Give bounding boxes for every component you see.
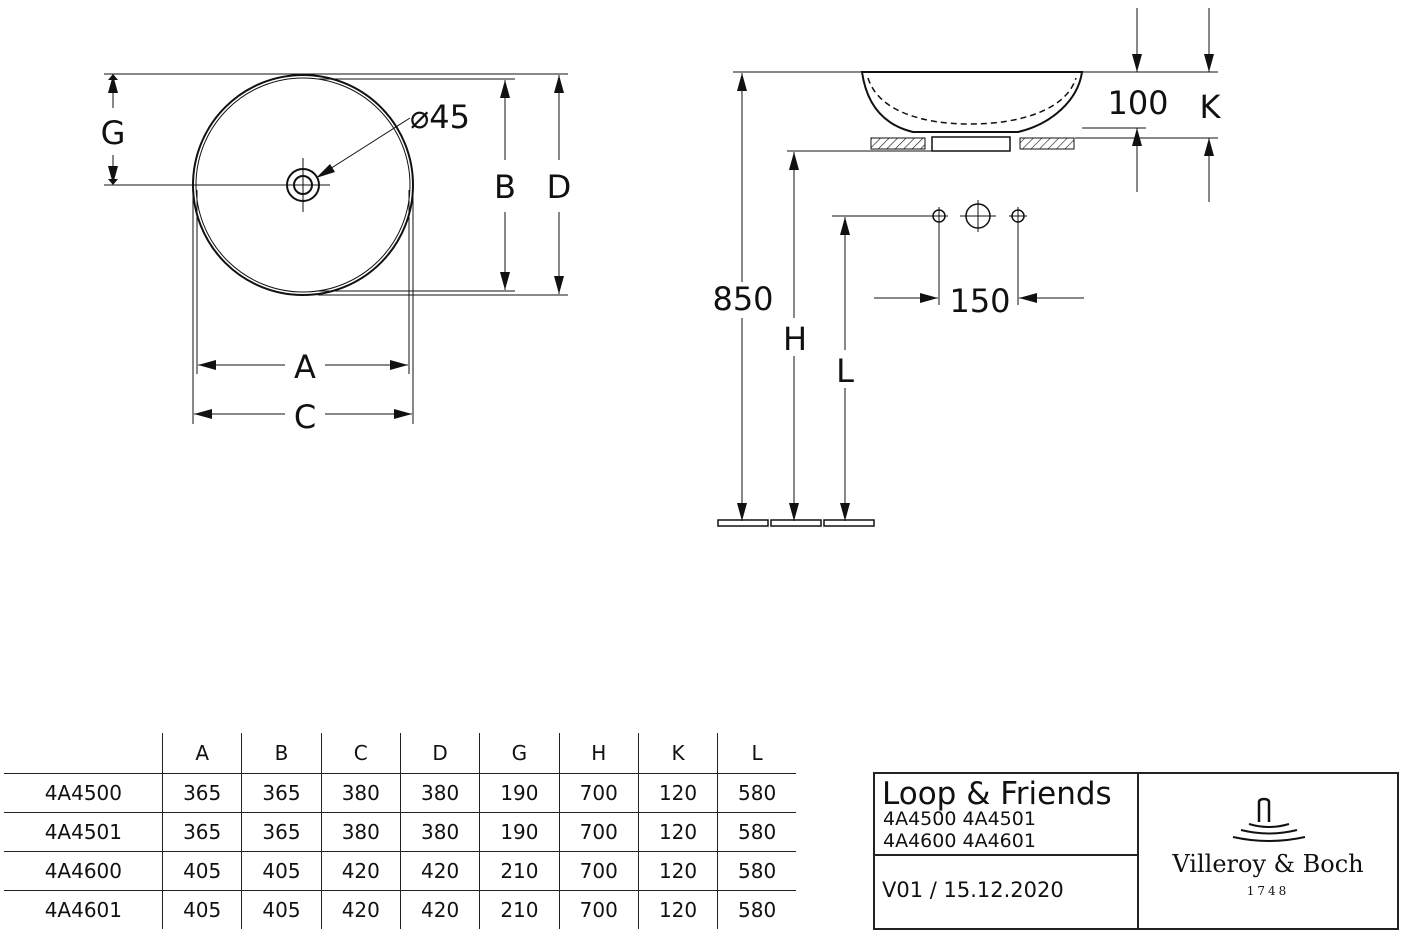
table-cell: 120: [637, 773, 718, 813]
table-header-g: G: [479, 733, 560, 774]
top-view: G B D A C ⌀45: [101, 73, 572, 436]
dim-label-c: C: [294, 398, 316, 436]
brand-logo: Villeroy & Boch 1748: [1139, 774, 1397, 928]
table-cell: 420: [320, 890, 401, 929]
table-cell-model: 4A4500: [44, 781, 122, 805]
table-cell: 700: [558, 851, 639, 891]
table-cell: 580: [717, 890, 796, 929]
table-header-l: L: [717, 733, 796, 774]
series-name: Loop & Friends: [882, 776, 1112, 812]
dim-label-d: D: [547, 168, 572, 206]
model-numbers-line-2: 4A4600 4A4601: [883, 830, 1036, 852]
table-cell: 365: [161, 812, 242, 852]
table-cell: 405: [161, 890, 242, 929]
table-cell: 365: [161, 773, 242, 813]
table-cell: 405: [161, 851, 242, 891]
table-row: 4A4600 405 405 420 420 210 700 120 580: [4, 851, 796, 891]
version-date: V01 / 15.12.2020: [882, 878, 1064, 902]
table-row: 4A4501 365 365 380 380 190 700 120 580: [4, 812, 796, 852]
dim-label-g: G: [101, 114, 126, 152]
table-cell: 700: [558, 890, 639, 929]
table-header-model: [4, 733, 163, 774]
countertop-left: [870, 137, 926, 150]
table-cell: 380: [320, 773, 401, 813]
table-cell: 210: [479, 851, 560, 891]
floor-segment: [770, 519, 822, 527]
table-header-b: B: [241, 733, 322, 774]
table-cell: 365: [241, 773, 322, 813]
divider: [875, 854, 1137, 856]
title-block-info: Loop & Friends 4A4500 4A4501 4A4600 4A46…: [875, 774, 1139, 928]
title-block: Loop & Friends 4A4500 4A4501 4A4600 4A46…: [873, 772, 1399, 930]
table-cell: 420: [399, 890, 480, 929]
table-cell: 580: [717, 812, 796, 852]
model-numbers-line-1: 4A4500 4A4501: [883, 808, 1036, 830]
countertop-right: [1019, 137, 1075, 150]
brand-name: Villeroy & Boch: [1172, 850, 1364, 878]
table-header-c: C: [320, 733, 401, 774]
table-cell: 380: [320, 812, 401, 852]
table-cell: 420: [320, 851, 401, 891]
table-cell: 700: [558, 812, 639, 852]
table-header-k: K: [637, 733, 718, 774]
table-cell-model: 4A4601: [44, 898, 122, 922]
side-view: 100 K 850 H L: [712, 8, 1222, 527]
dim-label-850: 850: [712, 280, 773, 318]
tap-hole-right: [1009, 207, 1027, 305]
tap-hole-left: [930, 207, 948, 305]
table-cell: 405: [241, 851, 322, 891]
table-row: 4A4601 405 405 420 420 210 700 120 580: [4, 890, 796, 929]
dim-label-h: H: [783, 320, 807, 358]
table-cell-model: 4A4600: [44, 859, 122, 883]
table-cell: 420: [399, 851, 480, 891]
table-header-a: A: [161, 733, 242, 774]
dim-label-150: 150: [949, 282, 1010, 320]
basin-foot: [931, 136, 1011, 152]
table-cell: 120: [637, 851, 718, 891]
faucet-logo-icon: [1232, 797, 1306, 842]
brand-year: 1748: [1246, 884, 1290, 898]
dimensions-table: A B C D G H K L 4A4500 365 365 380 380 1…: [4, 733, 796, 929]
dim-label-a: A: [294, 348, 316, 386]
table-cell: 405: [241, 890, 322, 929]
table-header-d: D: [399, 733, 480, 774]
table-cell: 580: [717, 851, 796, 891]
floor-segment: [823, 519, 875, 527]
dim-label-drain: ⌀45: [410, 98, 470, 136]
table-cell: 210: [479, 890, 560, 929]
floor-segment: [717, 519, 769, 527]
technical-drawing: G B D A C ⌀45: [101, 8, 1222, 527]
table-cell-model: 4A4501: [44, 820, 122, 844]
table-cell: 365: [241, 812, 322, 852]
table-cell: 580: [717, 773, 796, 813]
dim-label-l: L: [836, 352, 854, 390]
table-header-h: H: [558, 733, 639, 774]
dim-label-b: B: [494, 168, 516, 206]
table-cell: 120: [637, 812, 718, 852]
table-cell: 190: [479, 773, 560, 813]
table-cell: 120: [637, 890, 718, 929]
table-cell: 700: [558, 773, 639, 813]
dim-label-k: K: [1200, 88, 1222, 126]
table-cell: 380: [399, 812, 480, 852]
tap-hole-center: [960, 200, 996, 232]
table-cell: 380: [399, 773, 480, 813]
basin-profile: [860, 71, 1084, 133]
table-row: 4A4500 365 365 380 380 190 700 120 580: [4, 773, 796, 813]
dim-label-100: 100: [1107, 84, 1168, 122]
table-cell: 190: [479, 812, 560, 852]
table-header-row: A B C D G H K L: [4, 733, 796, 774]
